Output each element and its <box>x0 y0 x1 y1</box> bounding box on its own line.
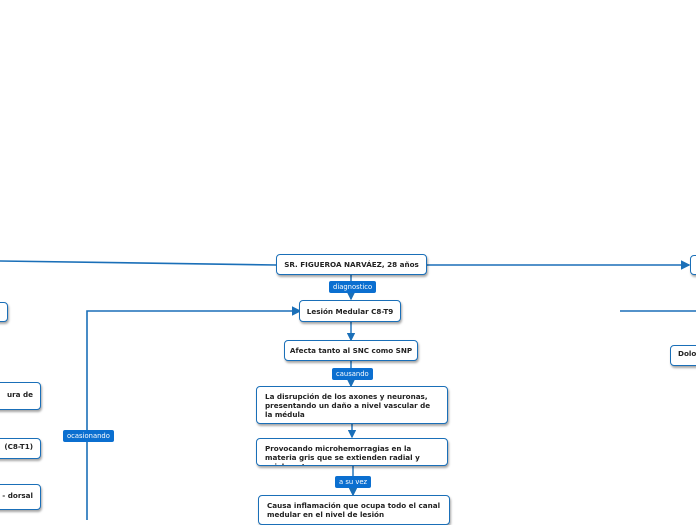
lesion-node-label: Lesión Medular C8-T9 <box>306 306 394 316</box>
right-partial-node-top[interactable] <box>690 255 696 275</box>
provocando-node-label: Provocando microhemorragias en la materi… <box>265 444 420 465</box>
left-partial-node-3[interactable]: - dorsal <box>0 484 41 510</box>
afecta-node[interactable]: Afecta tanto al SNC como SNP <box>284 340 418 361</box>
left-partial-node-3-label: - dorsal <box>2 491 33 500</box>
root-node[interactable]: SR. FIGUEROA NARVÁEZ, 28 años <box>276 254 427 275</box>
right-partial-node-1-label: Dolo <box>678 349 696 358</box>
left-partial-node-2[interactable]: (C8-T1) <box>0 438 41 459</box>
afecta-node-label: Afecta tanto al SNC como SNP <box>289 346 413 355</box>
lesion-node[interactable]: Lesión Medular C8-T9 <box>299 300 401 322</box>
link-label-ocasionando: ocasionando <box>63 430 114 443</box>
left-partial-node-top[interactable] <box>0 302 8 322</box>
left-partial-node-1-label: ura de <box>6 390 33 399</box>
link-label-diagnostico: diagnostico <box>329 281 377 294</box>
right-partial-node-1[interactable]: Dolo <box>670 345 696 366</box>
provocando-node[interactable]: Provocando microhemorragias en la materi… <box>256 438 448 466</box>
link-label-a-su-vez: a su vez <box>335 476 372 489</box>
disrupcion-node-label: La disrupción de los axones y neuronas, … <box>265 392 431 419</box>
link-label-causando: causando <box>332 368 373 381</box>
left-partial-node-1[interactable]: ura de <box>0 382 41 410</box>
left-partial-node-2-label: (C8-T1) <box>4 442 33 451</box>
inflamacion-node-label: Causa inflamación que ocupa todo el cana… <box>267 501 441 519</box>
root-node-label: SR. FIGUEROA NARVÁEZ, 28 años <box>284 260 419 269</box>
disrupcion-node[interactable]: La disrupción de los axones y neuronas, … <box>256 386 448 424</box>
inflamacion-node[interactable]: Causa inflamación que ocupa todo el cana… <box>258 495 450 525</box>
